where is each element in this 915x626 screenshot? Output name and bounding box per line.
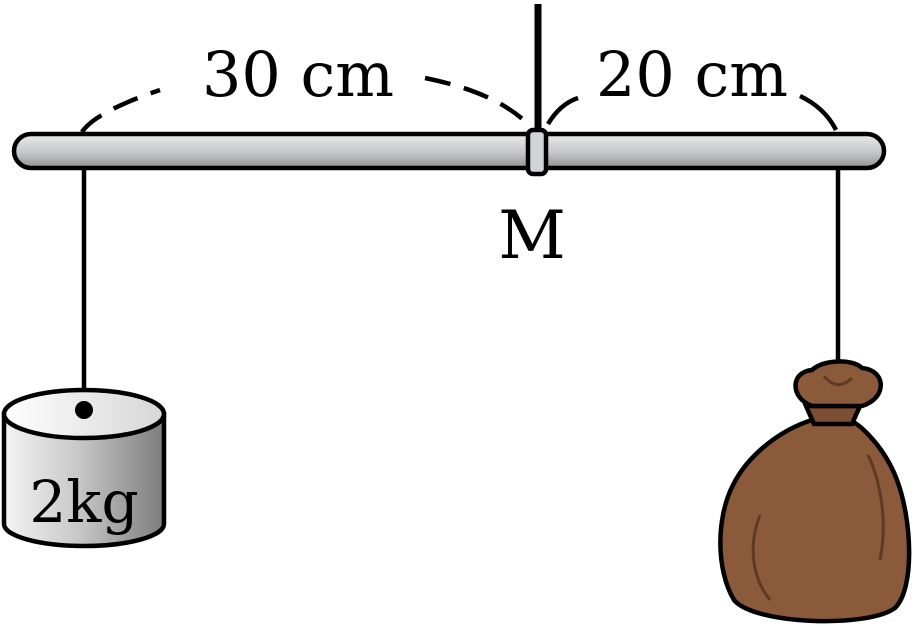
lever-bar [11, 131, 887, 171]
sack-fold [751, 514, 772, 601]
pivot-label: M [498, 197, 566, 274]
weight-hook [75, 401, 93, 419]
sack-fold-right [866, 454, 885, 561]
sack-body [718, 417, 912, 624]
left-distance-arc [80, 87, 161, 134]
right-distance-arc [546, 95, 579, 126]
sack-neck [802, 403, 864, 427]
pivot-joint [525, 127, 549, 177]
right-distance-arc-end [799, 93, 839, 132]
weight-body [1, 411, 167, 549]
right-distance-label: 20 cm [596, 38, 788, 111]
left-distance-label: 30 cm [202, 38, 394, 111]
sack-top-crease [822, 375, 854, 386]
weight: 2kg [1, 387, 167, 549]
left-distance-arc-right [424, 75, 530, 126]
weight-label: 2kg [29, 468, 138, 536]
sack [718, 359, 912, 624]
